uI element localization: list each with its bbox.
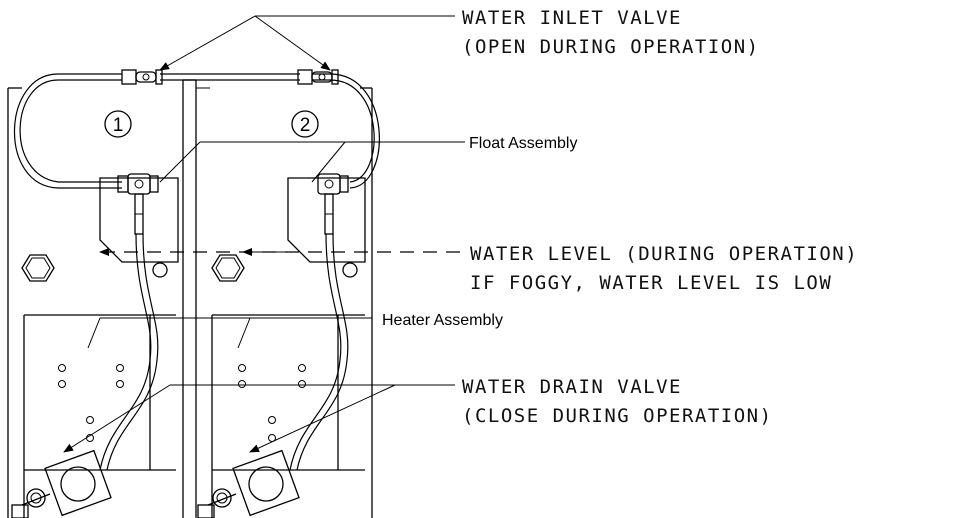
unit-2-marker: 2 <box>291 110 319 138</box>
drain-tube-2 <box>289 233 349 471</box>
float-assembly-label: Float Assembly <box>469 135 577 152</box>
water-level-note: IF FOGGY, WATER LEVEL IS LOW <box>470 272 832 294</box>
inlet-leader-lines <box>159 15 455 71</box>
sight-glass-2 <box>211 254 245 282</box>
heater-leader-lines <box>87 317 372 349</box>
cabinet-frame <box>7 79 373 518</box>
drain-valve-note: (CLOSE DURING OPERATION) <box>462 405 773 427</box>
float-leader-lines <box>159 141 465 183</box>
inlet-pipe-loop <box>13 73 380 189</box>
sight-glass-1 <box>21 254 55 282</box>
drain-valve-1 <box>11 449 112 518</box>
unit-1-marker: 1 <box>104 110 132 138</box>
float-assembly-2 <box>287 173 366 278</box>
heater-assembly-1 <box>23 314 176 518</box>
drain-tube-1 <box>99 233 159 471</box>
inlet-valve-2 <box>297 69 339 85</box>
inlet-valve-note: (OPEN DURING OPERATION) <box>462 36 760 58</box>
heater-assembly-2 <box>211 314 365 518</box>
unit-1-number: 1 <box>113 115 124 136</box>
heater-assembly-label: Heater Assembly <box>382 312 503 329</box>
float-assembly-1 <box>99 173 179 278</box>
inlet-valve-label: WATER INLET VALVE <box>462 7 682 29</box>
water-level-label: WATER LEVEL (DURING OPERATION) <box>470 243 858 265</box>
drain-valve-label: WATER DRAIN VALVE <box>462 376 682 398</box>
inlet-valve-1 <box>121 69 163 85</box>
drain-valve-2 <box>197 449 300 518</box>
unit-2-number: 2 <box>300 115 311 136</box>
drain-leader-lines <box>63 384 455 453</box>
